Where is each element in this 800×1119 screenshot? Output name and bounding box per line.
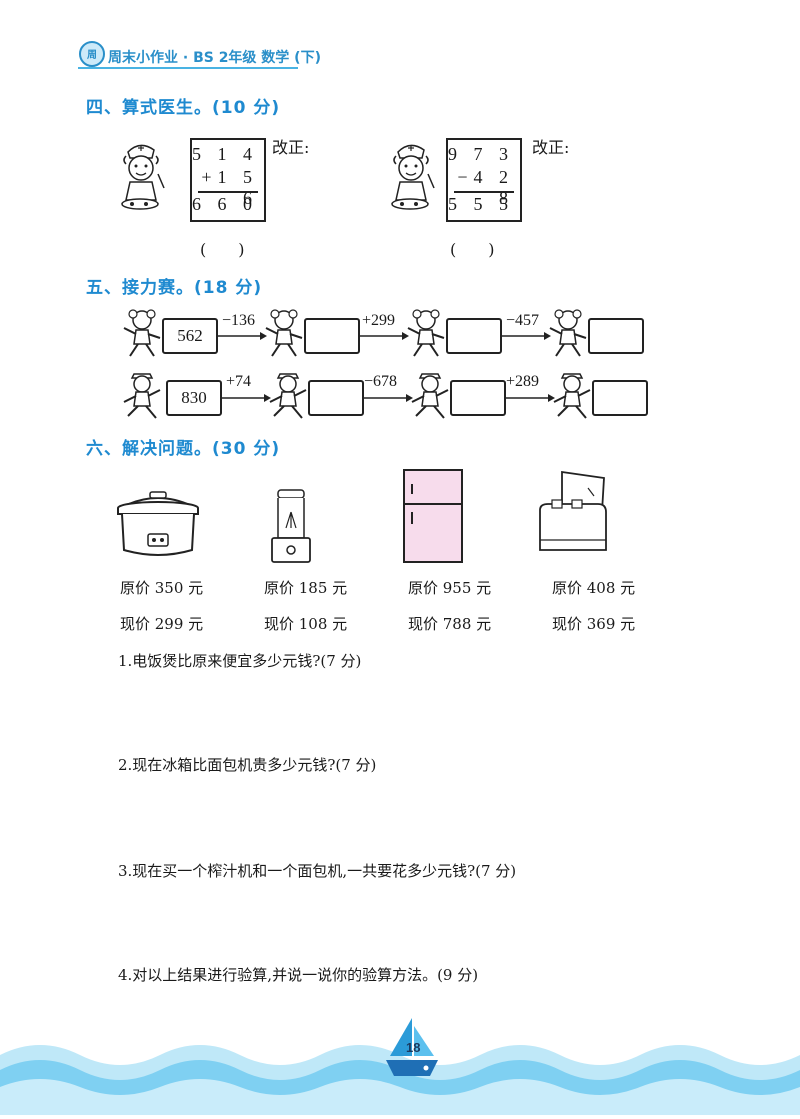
answer-paren-2[interactable]: ( ) bbox=[450, 240, 495, 259]
price-original: 原价 350 元 bbox=[120, 579, 204, 597]
calc-row-top: 9 7 3 bbox=[448, 144, 514, 164]
runner-boy-icon bbox=[120, 370, 164, 422]
header-divider bbox=[78, 67, 298, 69]
footer-wave bbox=[0, 1015, 800, 1115]
price-now: 现价 788 元 bbox=[408, 615, 492, 633]
price-original: 原价 955 元 bbox=[408, 579, 492, 597]
relay-answer-box[interactable] bbox=[446, 318, 502, 354]
relay-answer-box[interactable] bbox=[450, 380, 506, 416]
arrow-icon bbox=[500, 326, 552, 345]
price-original: 原价 185 元 bbox=[264, 579, 348, 597]
arrow-icon bbox=[504, 388, 556, 407]
relay-op: +299 bbox=[362, 312, 396, 329]
relay-answer-box[interactable] bbox=[592, 380, 648, 416]
relay-answer-box[interactable] bbox=[588, 318, 644, 354]
relay-start-box: 830 bbox=[166, 380, 222, 416]
runner-boy-icon bbox=[550, 370, 594, 422]
relay-op: −136 bbox=[222, 312, 256, 329]
section4-title: 四、算式医生。(10 分) bbox=[86, 98, 281, 118]
relay-op: +74 bbox=[226, 373, 252, 390]
fridge-icon bbox=[402, 468, 464, 564]
runner-girl-icon bbox=[262, 308, 306, 360]
runner-girl-icon bbox=[120, 308, 164, 360]
header-title: 周末小作业 · BS 2年级 数学 (下) bbox=[108, 50, 321, 66]
calc-line bbox=[198, 191, 258, 193]
nurse-illustration bbox=[380, 138, 448, 214]
relay-start-box: 562 bbox=[162, 318, 218, 354]
runner-boy-icon bbox=[266, 370, 310, 422]
question-2: 2.现在冰箱比面包机贵多少元钱?(7 分) bbox=[118, 756, 377, 774]
arrow-icon bbox=[220, 388, 272, 407]
answer-paren-1[interactable]: ( ) bbox=[200, 240, 245, 259]
boat-icon bbox=[382, 1016, 442, 1080]
svg-text:周: 周 bbox=[87, 49, 97, 61]
runner-boy-icon bbox=[408, 370, 452, 422]
price-now: 现价 299 元 bbox=[120, 615, 204, 633]
price-original: 原价 408 元 bbox=[552, 579, 636, 597]
calc-row-mid: +1 5 6 bbox=[201, 167, 258, 208]
relay-answer-box[interactable] bbox=[308, 380, 364, 416]
section6-title: 六、解决问题。(30 分) bbox=[86, 439, 281, 459]
arrow-icon bbox=[216, 326, 268, 345]
price-now: 现价 108 元 bbox=[264, 615, 348, 633]
relay-op: +289 bbox=[506, 373, 540, 390]
runner-girl-icon bbox=[546, 308, 590, 360]
calc-row-mid: −4 2 8 bbox=[457, 167, 514, 208]
rice-cooker-icon bbox=[110, 490, 206, 560]
question-4: 4.对以上结果进行验算,并说一说你的验算方法。(9 分) bbox=[118, 966, 479, 984]
calc-row-result: 5 5 5 bbox=[448, 194, 514, 214]
price-now: 现价 369 元 bbox=[552, 615, 636, 633]
header-logo: 周 bbox=[78, 40, 106, 68]
nurse-illustration bbox=[110, 138, 178, 214]
juicer-icon bbox=[266, 488, 316, 564]
calc-box-2: 9 7 3 −4 2 8 5 5 5 bbox=[446, 138, 522, 222]
fix-label-1: 改正: bbox=[272, 138, 310, 157]
relay-answer-box[interactable] bbox=[304, 318, 360, 354]
section5-title: 五、接力赛。(18 分) bbox=[86, 278, 263, 298]
toaster-icon bbox=[532, 468, 614, 558]
calc-row-top: 5 1 4 bbox=[192, 144, 258, 164]
relay-op: −678 bbox=[364, 373, 398, 390]
page-number: 18 bbox=[406, 1040, 421, 1055]
fix-label-2: 改正: bbox=[532, 138, 570, 157]
calc-row-result: 6 6 0 bbox=[192, 194, 258, 214]
calc-line bbox=[454, 191, 514, 193]
question-1: 1.电饭煲比原来便宜多少元钱?(7 分) bbox=[118, 652, 362, 670]
arrow-icon bbox=[358, 326, 410, 345]
arrow-icon bbox=[362, 388, 414, 407]
calc-box-1: 5 1 4 +1 5 6 6 6 0 bbox=[190, 138, 266, 222]
question-3: 3.现在买一个榨汁机和一个面包机,一共要花多少元钱?(7 分) bbox=[118, 862, 517, 880]
relay-op: −457 bbox=[506, 312, 540, 329]
runner-girl-icon bbox=[404, 308, 448, 360]
